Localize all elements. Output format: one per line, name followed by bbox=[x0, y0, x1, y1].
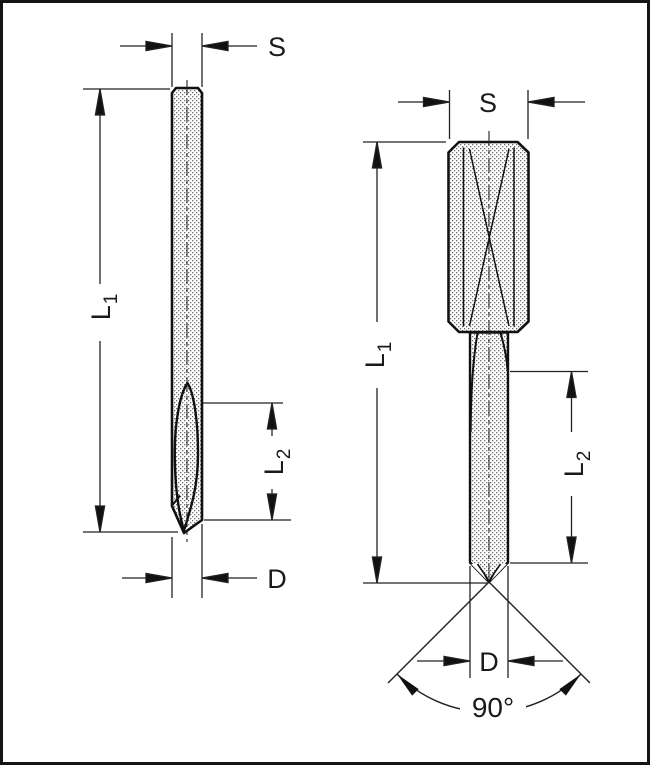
left-s-label: S bbox=[268, 32, 286, 62]
left-l1-letter: L bbox=[86, 305, 116, 320]
right-l1-dimension: L1 bbox=[360, 141, 487, 584]
angle-leg-right bbox=[488, 581, 591, 684]
left-l1-dimension: L1 bbox=[83, 88, 178, 533]
right-drill-body bbox=[468, 131, 510, 584]
left-flute-outline bbox=[173, 381, 200, 532]
right-l2-dimension: L2 bbox=[510, 370, 595, 564]
angle-label-mask bbox=[460, 695, 526, 719]
left-tip-facet-line bbox=[171, 494, 181, 506]
left-l2-label: L2 bbox=[259, 449, 295, 476]
right-l2-letter: L bbox=[559, 462, 589, 477]
left-d-label: D bbox=[267, 564, 287, 594]
left-l1-subscript: 1 bbox=[101, 294, 122, 305]
left-drill-shaft bbox=[170, 80, 204, 542]
point-angle-label: 90° bbox=[472, 692, 514, 723]
left-s-dimension: S bbox=[120, 32, 286, 87]
right-d-label: D bbox=[479, 647, 499, 677]
right-d-dimension: D bbox=[417, 566, 563, 678]
left-l1-label: L1 bbox=[86, 294, 122, 321]
right-l2-label: L2 bbox=[559, 451, 595, 478]
point-relief-right bbox=[491, 564, 507, 581]
shank-cross-mark bbox=[468, 148, 510, 327]
left-d-dimension: D bbox=[122, 524, 287, 598]
flute-runout-right bbox=[499, 332, 509, 372]
right-drill-view: S L1 L2 bbox=[360, 88, 595, 723]
right-l2-subscript: 2 bbox=[574, 451, 595, 462]
right-l1-label: L1 bbox=[360, 342, 396, 369]
right-s-dimension: S bbox=[398, 88, 585, 139]
right-l1-subscript: 1 bbox=[375, 342, 396, 353]
left-l2-letter: L bbox=[259, 460, 289, 475]
right-s-label: S bbox=[479, 88, 497, 118]
right-point-angle-dimension: 90° bbox=[387, 581, 591, 723]
point-relief-left bbox=[471, 564, 487, 581]
flute-runout-left bbox=[469, 332, 479, 433]
right-drill-shank bbox=[447, 140, 530, 334]
left-l2-dimension: L2 bbox=[203, 402, 295, 521]
right-l1-letter: L bbox=[360, 353, 390, 368]
angle-leg-left bbox=[387, 581, 490, 684]
point-facet-lines bbox=[476, 563, 502, 581]
left-drill-view: S L1 L2 bbox=[83, 32, 295, 598]
left-l2-subscript: 2 bbox=[274, 449, 295, 460]
